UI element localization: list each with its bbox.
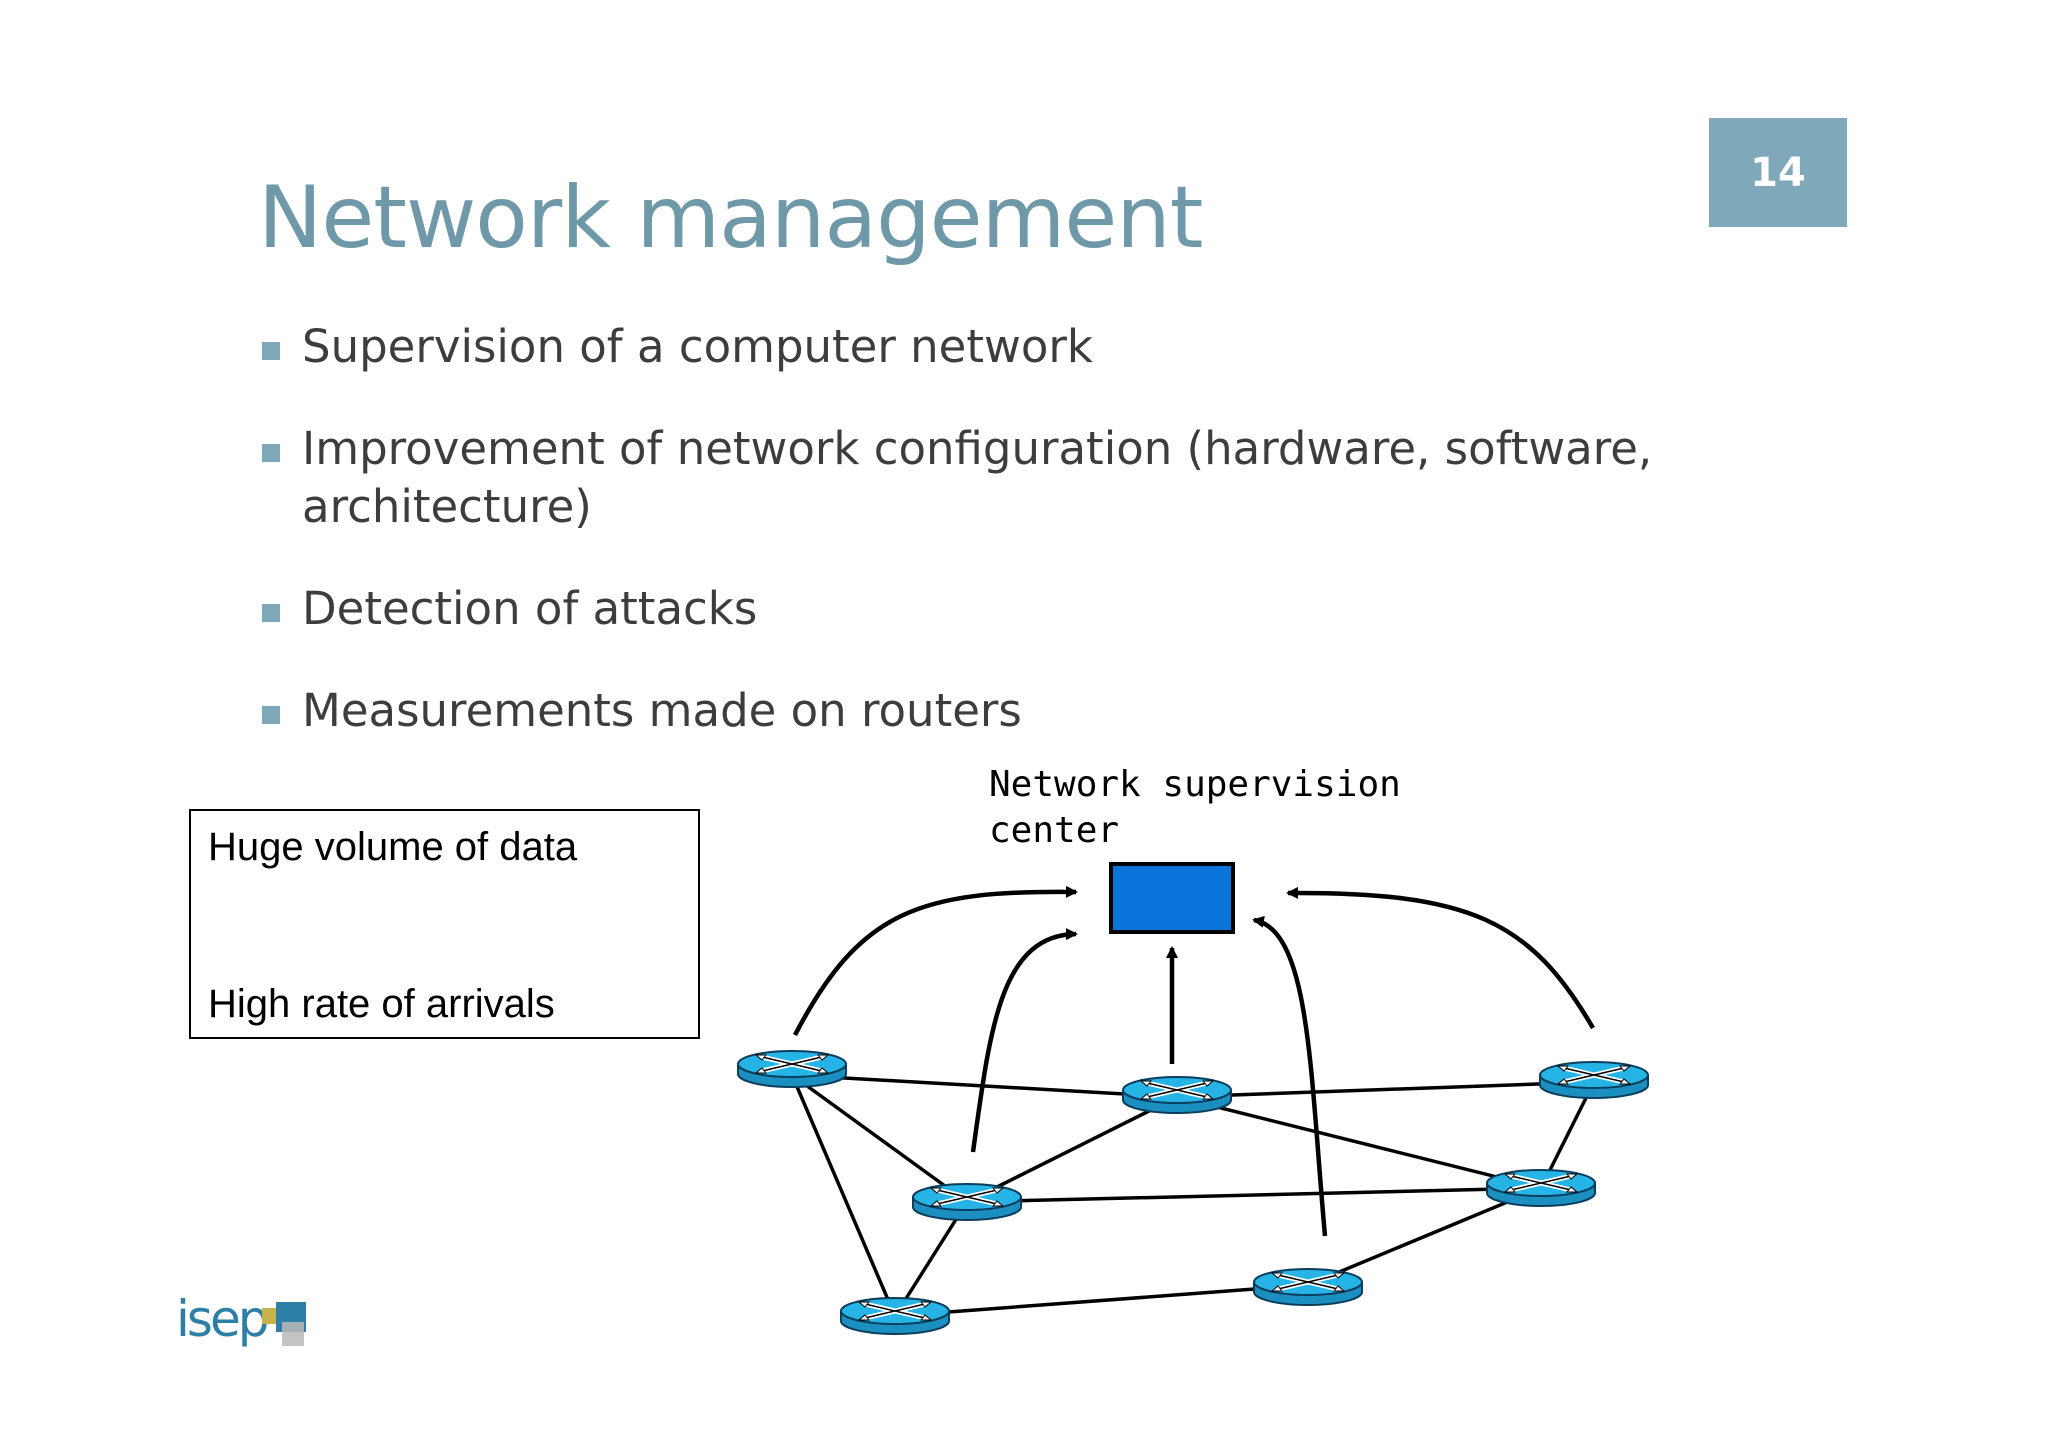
router-icon bbox=[1487, 1170, 1595, 1206]
bullet-detection: Detection of attacks bbox=[262, 580, 1762, 638]
report-arrow bbox=[1252, 915, 1328, 1237]
bullet-list: Supervision of a computer network Improv… bbox=[262, 318, 1762, 784]
center-label-line1: Network supervision bbox=[989, 764, 1401, 805]
link bbox=[894, 1283, 1309, 1318]
report-arrows bbox=[793, 885, 1595, 1237]
link bbox=[1307, 1186, 1542, 1287]
logo-text: isep bbox=[176, 1290, 269, 1348]
router-icon bbox=[841, 1298, 949, 1334]
report-arrow bbox=[970, 928, 1078, 1153]
supervision-center-box bbox=[1109, 862, 1235, 934]
link bbox=[790, 1074, 897, 1317]
router-icon bbox=[913, 1184, 1021, 1220]
routers bbox=[738, 1051, 1648, 1334]
router-icon bbox=[1123, 1077, 1231, 1113]
router-icon bbox=[738, 1051, 846, 1087]
bullet-improvement: Improvement of network configuration (ha… bbox=[262, 420, 1742, 536]
bullet-supervision: Supervision of a computer network bbox=[262, 318, 1762, 376]
router-icon bbox=[1254, 1269, 1362, 1305]
report-arrow bbox=[793, 885, 1078, 1037]
center-label-line2: center bbox=[989, 810, 1120, 851]
info-line-volume: Huge volume of data bbox=[208, 825, 578, 869]
link bbox=[893, 1201, 969, 1317]
logo-mark-icon bbox=[262, 1302, 306, 1346]
supervision-center-label: Network supervision center bbox=[989, 762, 1401, 854]
link bbox=[966, 1095, 1178, 1204]
router-icon bbox=[1540, 1062, 1648, 1098]
report-arrow bbox=[1286, 886, 1595, 1030]
link bbox=[1176, 1095, 1542, 1190]
info-box: Huge volume of data High rate of arrival… bbox=[189, 809, 700, 1039]
info-line-rate: High rate of arrivals bbox=[208, 982, 555, 1026]
page-number: 14 bbox=[1709, 118, 1847, 227]
link bbox=[790, 1073, 969, 1204]
slide-title: Network management bbox=[258, 168, 1204, 268]
link bbox=[966, 1186, 1542, 1204]
isep-logo: isep bbox=[176, 1290, 316, 1360]
bullet-measurements: Measurements made on routers bbox=[262, 682, 1762, 740]
link bbox=[1176, 1080, 1595, 1099]
